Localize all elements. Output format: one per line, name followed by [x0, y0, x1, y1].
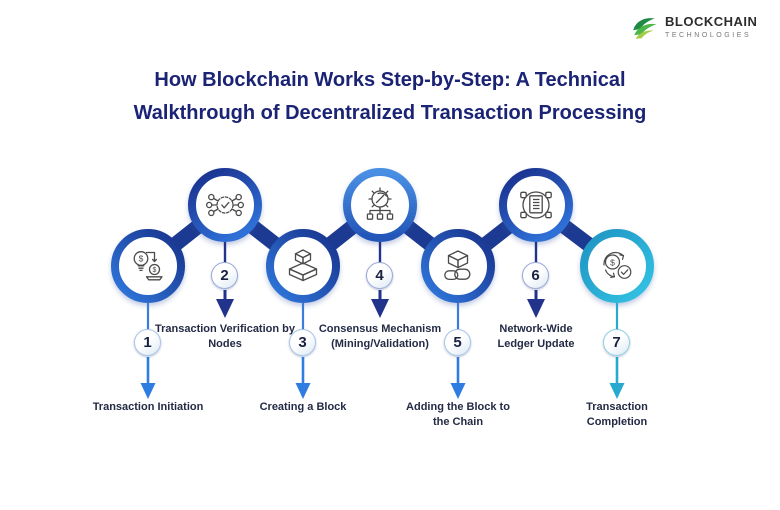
dollar-check-cycle-icon: $	[603, 251, 632, 279]
step-7-label: Transaction Completion	[586, 401, 648, 428]
page-title: How Blockchain Works Step-by-Step: A Tec…	[0, 64, 780, 130]
step-2-arrow	[216, 242, 234, 318]
step-3-ring	[266, 229, 340, 303]
step-4-label: Consensus Mechanism (Mining/Validation)	[318, 323, 442, 350]
step-2-arrowhead	[216, 299, 234, 318]
page-title-line1: How Blockchain Works Step-by-Step: A Tec…	[154, 69, 626, 91]
step-1-ring	[111, 229, 185, 303]
step-7-number-badge: 7	[603, 329, 630, 356]
step-7-ring	[580, 229, 654, 303]
step-5-arrowhead	[450, 383, 466, 399]
step-7-arrow	[609, 303, 625, 399]
green-swirl-leaf-logo-icon	[633, 18, 657, 39]
step-3-number-badge: 3	[289, 329, 316, 356]
step-3-label: Creating a Block	[259, 401, 347, 413]
step-4-arrow	[371, 242, 389, 318]
step-1-label: Transaction Initiation	[92, 401, 204, 413]
brand-logo: BLOCKCHAIN TECHNOLOGIES	[630, 13, 757, 41]
step-6-arrow	[527, 242, 545, 318]
block-creation-icon	[288, 249, 318, 282]
idea-to-money-icon: $ $	[133, 251, 163, 281]
svg-text:$: $	[610, 257, 615, 267]
step-5-arrow	[450, 303, 466, 399]
step-6-arrowhead	[527, 299, 545, 318]
svg-text:$: $	[139, 254, 144, 264]
ledger-network-icon	[520, 191, 552, 219]
step-6-number-badge: 6	[522, 262, 549, 289]
step-3-arrowhead	[295, 383, 311, 399]
step-4-number-badge: 4	[366, 262, 393, 289]
step-5-number-badge: 5	[444, 329, 471, 356]
mining-gear-icon	[366, 187, 394, 220]
cube-chain-link-icon	[444, 250, 471, 281]
brand-logo-text: BLOCKCHAIN TECHNOLOGIES	[665, 14, 757, 41]
svg-text:$: $	[153, 267, 157, 274]
step-1-arrow	[140, 303, 156, 399]
step-5-label: Adding the Block to the Chain	[406, 401, 510, 428]
step-4-arrowhead	[371, 299, 389, 318]
step-2-number-badge: 2	[211, 262, 238, 289]
node-network-check-icon	[205, 193, 245, 217]
step-6-label: Network-Wide Ledger Update	[497, 323, 575, 350]
step-3-arrow	[295, 303, 311, 399]
page-title-line2: Walkthrough of Decentralized Transaction…	[133, 102, 647, 124]
step-1-number-badge: 1	[134, 329, 161, 356]
step-1-arrowhead	[140, 383, 156, 399]
brand-tagline: TECHNOLOGIES	[665, 31, 752, 39]
brand-name: BLOCKCHAIN	[665, 13, 758, 29]
step-2-ring	[188, 168, 262, 242]
step-4-ring	[343, 168, 417, 242]
step-7-arrowhead	[609, 383, 625, 399]
step-2-label: Transaction Verification by Nodes	[155, 323, 295, 350]
